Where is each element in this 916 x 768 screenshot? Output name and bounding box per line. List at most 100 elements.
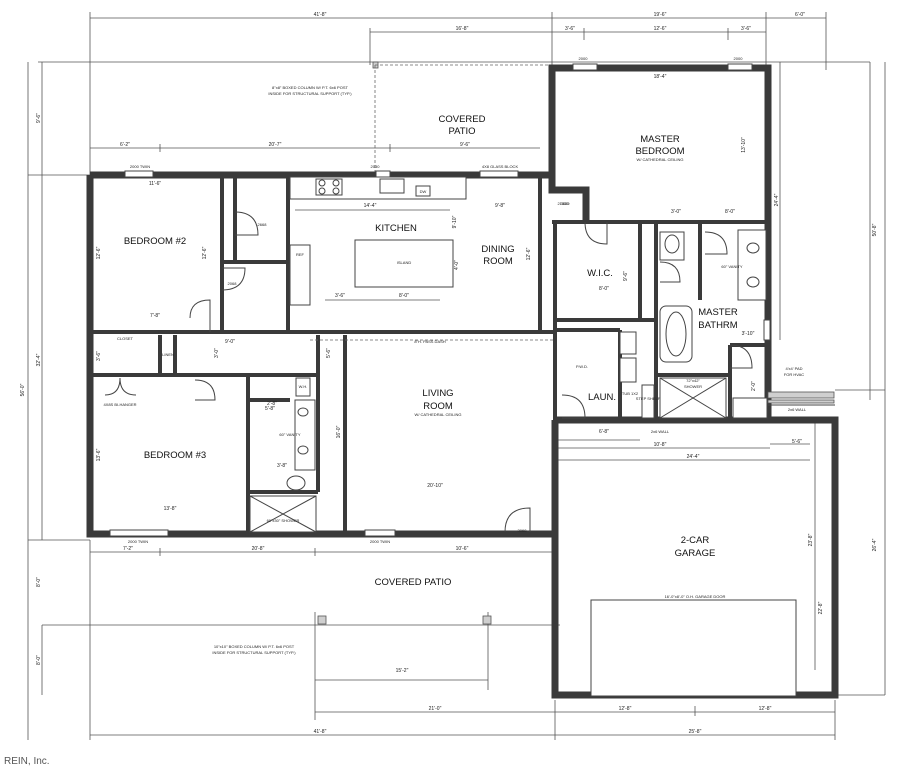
garage-side [590, 391, 835, 697]
note-shelf: STEP SHELF [636, 396, 661, 401]
dim-living-width: 20'-10" [427, 483, 443, 489]
label-living-ceiling: W/ CATHEDRAL CEILING [415, 412, 462, 417]
note-ref: REF [296, 252, 305, 257]
dryer [619, 357, 637, 383]
dim-garage-24-4: 24'-4" [687, 454, 700, 460]
dim-right-top: 24'-4" [774, 193, 780, 206]
dim-bed3-depth: 13'-6" [96, 448, 102, 461]
dim-top-16-8: 16'-8" [456, 26, 469, 32]
note-hall-shower: 60"x30" SHOWER [267, 518, 300, 523]
dim-bottom-10-6: 10'-6" [456, 546, 469, 552]
dim-kitchen-depth: 9'-10" [452, 215, 458, 228]
dim-bottom-20-8: 20'-8" [252, 546, 265, 552]
note-window-2000-a: 2000 [579, 56, 589, 61]
label-master-ceiling: W/ CATHEDRAL CEILING [637, 157, 684, 162]
dim-garage-depth: 22'-8" [818, 601, 824, 614]
washer [619, 331, 637, 355]
dim-mb-3-10: 3'-10" [742, 331, 755, 337]
note-vanity-master: 60" VANITY [721, 264, 742, 269]
garage-door-outline [590, 599, 797, 697]
note-wh: W.H. [299, 384, 308, 389]
note-closet: CLOSET [117, 336, 134, 341]
label-kitchen: KITCHEN [375, 223, 417, 234]
patio-column-right [482, 615, 492, 625]
dim-mb-2-8: 2'-8" [267, 401, 277, 407]
dimension-labels: 41'-8" 16'-8" 19'-6" 6'-0" 3'-6" 12'-6" … [20, 12, 878, 735]
note-column-bottom-1: 10"x10" BOXED COLUMN W/ P.T. 6x6 POST [214, 644, 295, 649]
dimension-lines-sides [27, 62, 886, 740]
label-bedroom-2: BEDROOM #2 [124, 236, 186, 247]
dim-top-12-6: 12'-6" [654, 26, 667, 32]
dim-bath-5-8: 5'-8" [265, 406, 275, 412]
dim-closet-3-6: 3'-6" [96, 351, 102, 361]
interior-walls [90, 175, 768, 534]
dim-laun-6-8: 6'-8" [599, 429, 609, 435]
exterior-walls [86, 64, 839, 699]
dim-top-3-6a: 3'-6" [565, 26, 575, 32]
dim-bed2-closet: 7'-8" [150, 313, 160, 319]
dim-laun-10-8: 10'-8" [654, 442, 667, 448]
toilet-master [664, 234, 680, 254]
label-master-bedroom-2: BEDROOM [635, 146, 684, 157]
window-bed2 [124, 170, 154, 178]
dim-island-left: 3'-6" [335, 293, 345, 299]
dim-top-19-6: 19'-6" [654, 12, 667, 18]
dim-bottom-12-8b: 12'-8" [759, 706, 772, 712]
covered-patio-top [372, 61, 552, 175]
dim-hall-9-0: 9'-0" [225, 339, 235, 345]
label-dining-2: ROOM [483, 256, 513, 267]
label-bedroom-3: BEDROOM #3 [144, 450, 206, 461]
dim-bed2-depth-a: 12'-6" [96, 246, 102, 259]
dim-small-3-0: 3'-0" [214, 348, 220, 358]
dim-patio-right: 9'-6" [460, 142, 470, 148]
dim-patio-left: 6'-2" [120, 142, 130, 148]
dim-mb-3-0: 3'-0" [671, 209, 681, 215]
dimension-lines-bottom [89, 439, 836, 740]
label-garage-2: GARAGE [675, 548, 716, 559]
label-laundry: LAUN. [588, 392, 616, 403]
dim-bed2-width: 11'-6" [149, 181, 162, 187]
dim-mb-8-0: 8'-0" [725, 209, 735, 215]
note-door-2068: 2068 [228, 281, 238, 286]
note-master-shower-2: SHOWER [684, 384, 702, 389]
label-wic: W.I.C. [587, 268, 613, 279]
note-pantry: P.W.D. [576, 364, 588, 369]
label-island: ISLAND [397, 260, 412, 265]
covered-patio-bottom [317, 615, 492, 625]
note-plant-shelf: 8"H. PASS DASH [414, 339, 445, 344]
dim-left-side-total: 56'-0" [20, 383, 26, 396]
dim-master-width: 18'-4" [654, 74, 667, 80]
dim-bottom-7-2: 7'-2" [123, 546, 133, 552]
room-labels: COVERED PATIO MASTER BEDROOM W/ CATHEDRA… [124, 114, 738, 588]
dim-bed2-depth-b: 12'-6" [202, 246, 208, 259]
patio-column-left [317, 615, 327, 625]
note-window-2000-b: 2000 [734, 56, 744, 61]
master-vanity [737, 229, 767, 301]
note-wall-2x6-b: 2x6 WALL [788, 407, 807, 412]
dim-right-inner: 23'-8" [808, 533, 814, 546]
note-door-3068: 3068 [518, 528, 528, 533]
dim-total-top: 41'-8" [314, 12, 327, 18]
note-door-21030: 21030 [557, 201, 569, 206]
label-master-bath-2: BATHRM [698, 320, 737, 331]
dim-kitchen-width: 14'-4" [364, 203, 377, 209]
note-bi-hanger: 4X8S BI-HANGER [103, 402, 136, 407]
dim-master-depth: 13'-10" [741, 137, 747, 153]
dim-right-total: 50'-8" [872, 223, 878, 236]
dim-living-depth: 16'-0" [336, 425, 342, 438]
label-living-2: ROOM [423, 401, 453, 412]
note-laun: TUB 1X2 [622, 391, 639, 396]
dim-bottom-total-right: 25'-8" [689, 729, 702, 735]
dim-wic-width: 8'-0" [599, 286, 609, 292]
note-dw: DW [420, 189, 427, 194]
credit-text: REIN, Inc. [4, 756, 50, 767]
hall-bath-fixtures [249, 377, 317, 533]
dim-hall-5-6: 5'-6" [326, 348, 332, 358]
note-column-top-2: INSIDE FOR STRUCTURAL SUPPORT (TYP.) [268, 91, 352, 96]
dim-left-side-top: 9'-6" [36, 113, 42, 123]
refrigerator [289, 244, 311, 306]
dim-island-depth: 4'-0" [454, 260, 460, 270]
dim-top-3-6b: 3'-6" [741, 26, 751, 32]
label-master-bedroom-1: MASTER [640, 134, 680, 145]
